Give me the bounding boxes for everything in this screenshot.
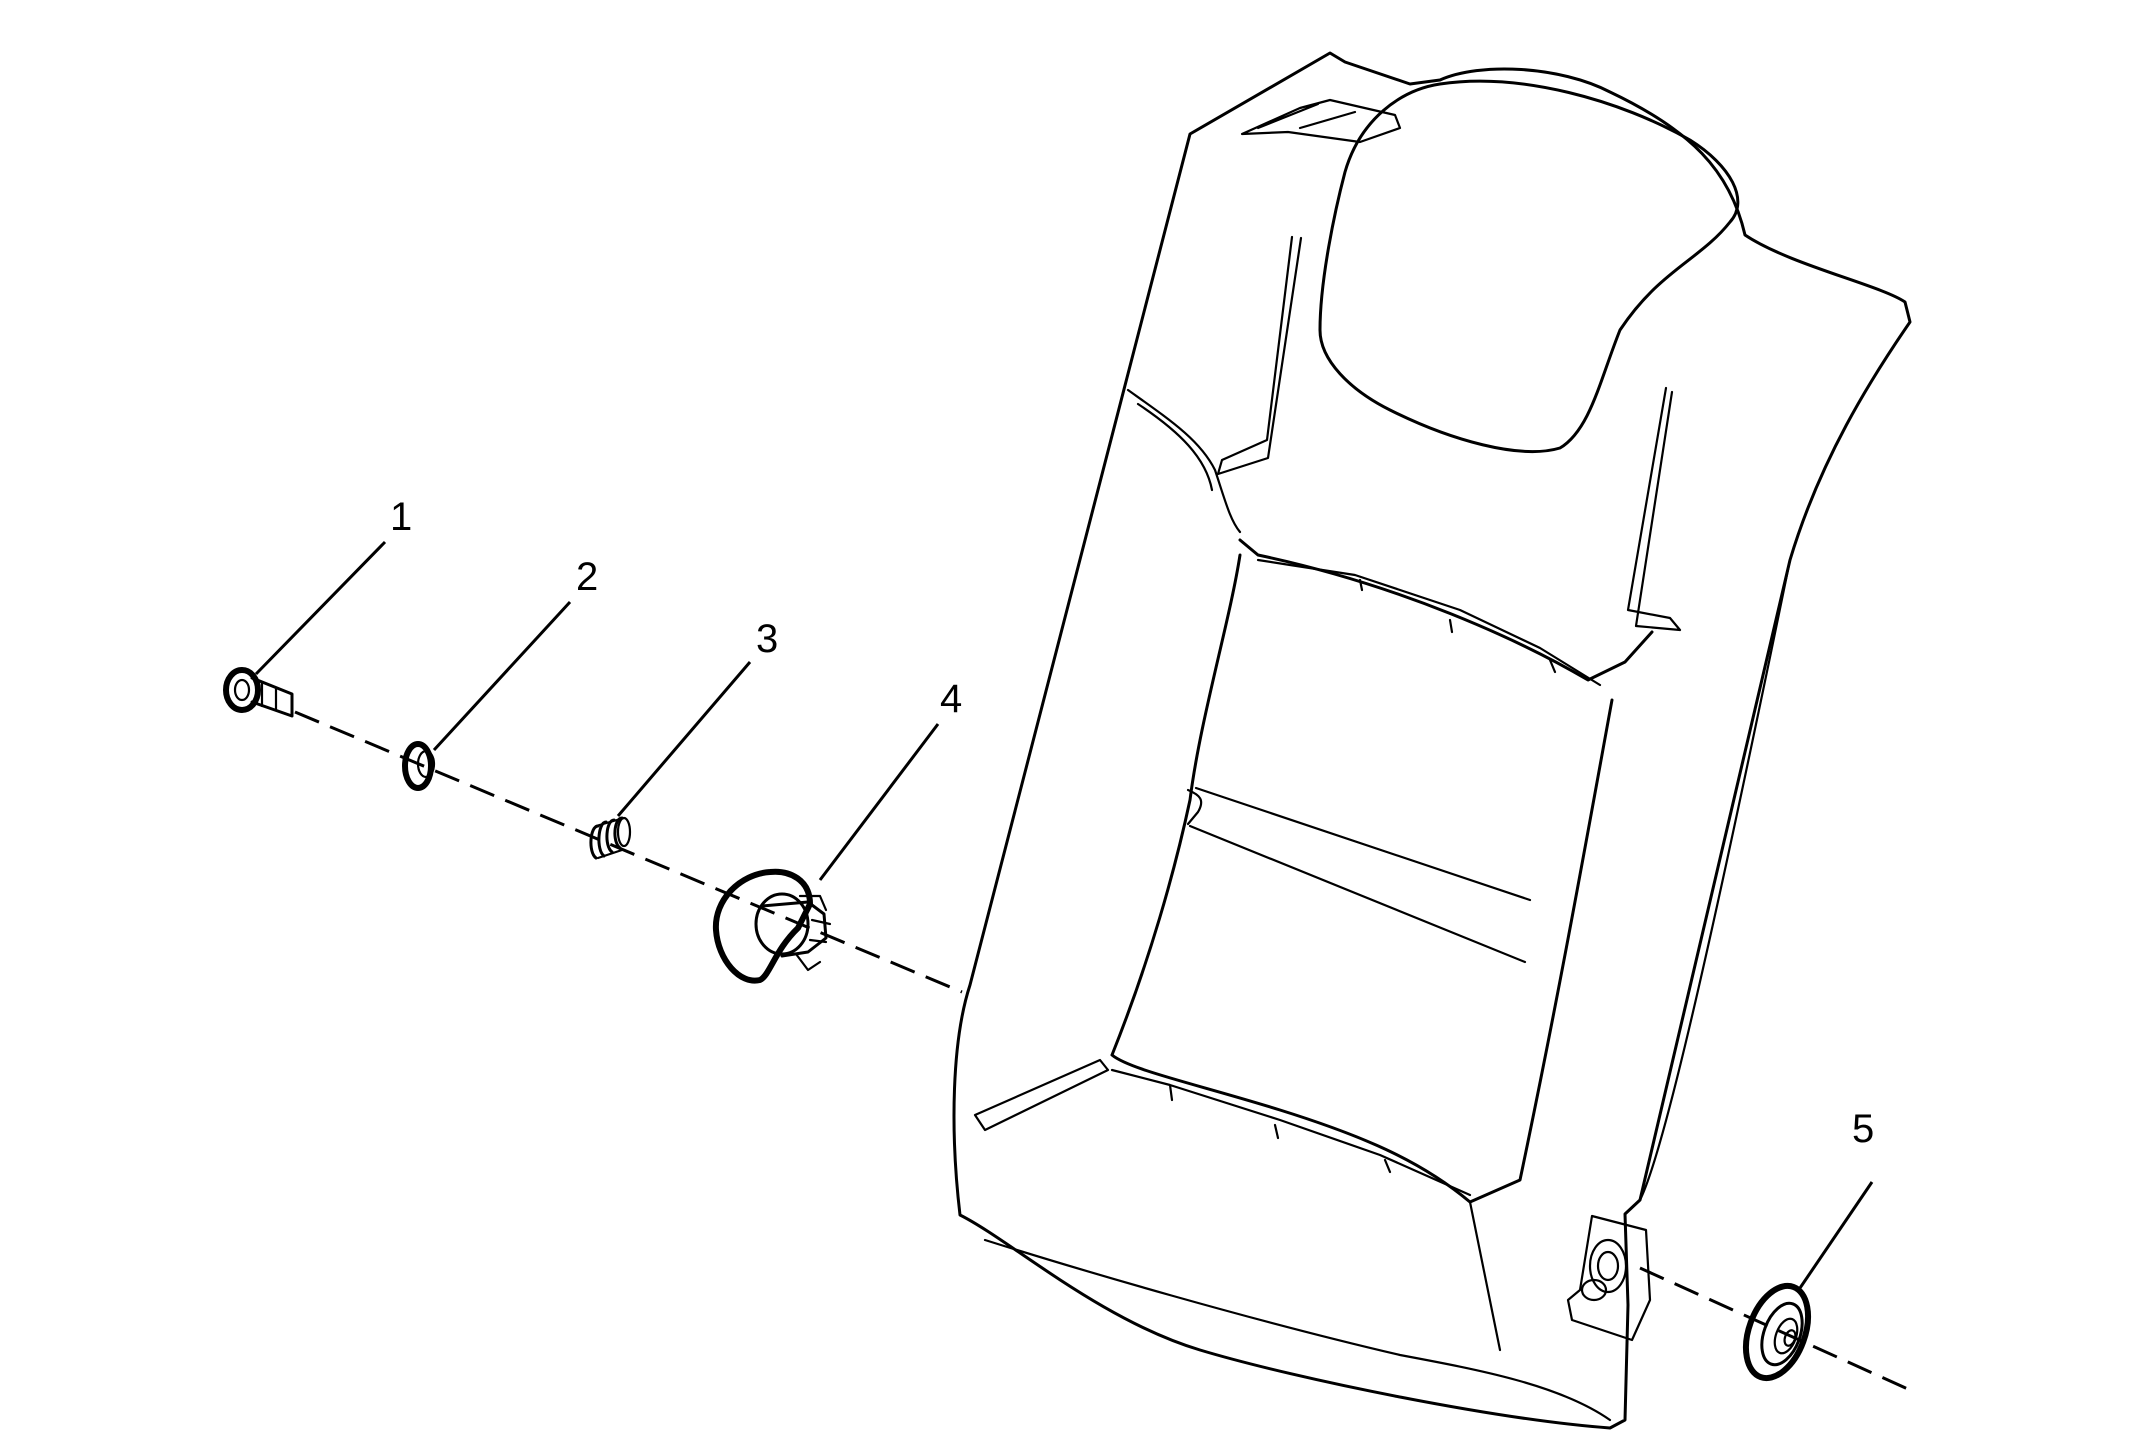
upper-crossbar — [1256, 558, 1602, 687]
part-2-washer — [402, 741, 436, 791]
part-4-bushing — [712, 868, 832, 984]
upper-seam-left — [1126, 388, 1242, 534]
lower-crossbar — [1110, 1068, 1472, 1197]
leader-5 — [1798, 1181, 1874, 1289]
panel-notch — [1186, 788, 1203, 826]
leader-4 — [818, 723, 940, 881]
headrest — [1318, 79, 1740, 454]
panel-seam-1 — [1194, 786, 1532, 902]
assembly-axis-right — [1639, 1266, 1911, 1392]
panel-seam-2 — [1188, 824, 1527, 964]
assembly-axis-left — [294, 710, 963, 994]
bolster-trim-right — [1626, 386, 1682, 632]
lower-edge-seam — [983, 1238, 1612, 1422]
callout-2: 2 — [576, 555, 598, 599]
callout-5: 5 — [1852, 1107, 1874, 1151]
right-inner-edge — [1468, 558, 1792, 1352]
seat-back — [952, 51, 1912, 1430]
center-back-panel — [1110, 538, 1654, 1204]
headrest-guide-slot — [1240, 98, 1402, 144]
upper-seam-right — [1136, 402, 1214, 492]
bolster-trim-left — [1216, 235, 1303, 476]
callout-4: 4 — [940, 677, 962, 721]
pivot-bracket — [1566, 1214, 1652, 1342]
leader-1 — [254, 540, 387, 676]
part-1-pin — [223, 667, 294, 718]
callout-1: 1 — [390, 495, 412, 539]
leader-2 — [432, 600, 572, 752]
seat-back-outline — [952, 51, 1912, 1430]
lower-trim-left — [973, 1058, 1110, 1132]
leader-3 — [616, 661, 752, 817]
callout-3: 3 — [756, 617, 778, 661]
part-5-cap — [1742, 1282, 1812, 1382]
part-3-spring — [589, 816, 632, 860]
